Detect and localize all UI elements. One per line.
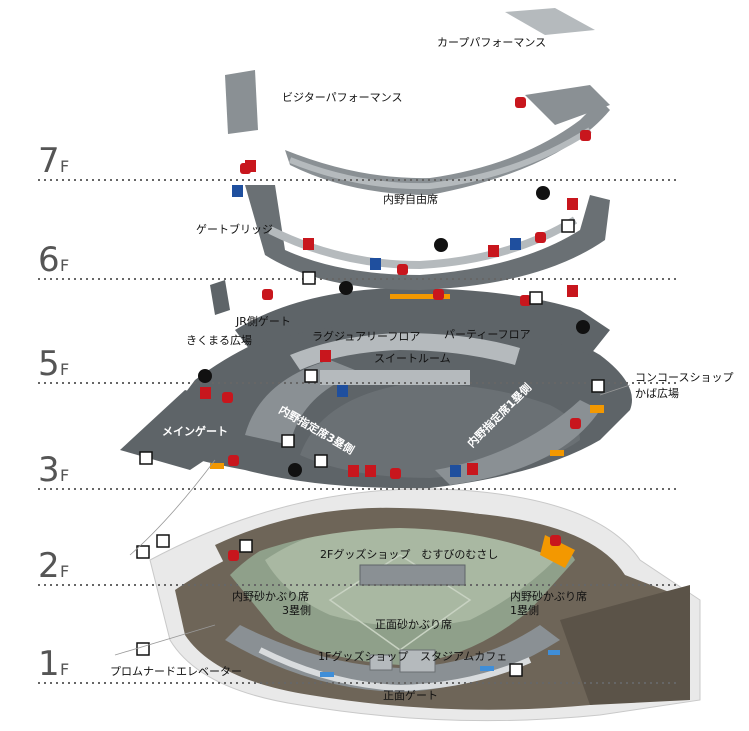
restroom-accessible-icon[interactable] bbox=[232, 185, 243, 197]
label-concourse-shop: コンコースショップ bbox=[635, 371, 733, 384]
elevator-icon[interactable] bbox=[136, 642, 150, 656]
food-icon[interactable] bbox=[228, 455, 239, 466]
floor-5f-suffix: F bbox=[60, 360, 69, 379]
smoking-area-icon[interactable] bbox=[576, 320, 590, 334]
label-main-gate: メインゲート bbox=[162, 424, 228, 438]
label-sunakaburi-3b-line1: 内野砂かぶり席 bbox=[232, 589, 309, 603]
wheelchair-icon[interactable] bbox=[591, 379, 605, 393]
facility-icons bbox=[136, 97, 605, 677]
floor-2f-area bbox=[215, 507, 575, 586]
restroom-accessible-icon[interactable] bbox=[370, 258, 381, 270]
wheelchair-icon[interactable] bbox=[561, 219, 575, 233]
label-kikumaru: きくまる広場 bbox=[186, 334, 252, 347]
wheelchair-icon[interactable] bbox=[239, 539, 253, 553]
elevator-icon[interactable] bbox=[139, 451, 153, 465]
floor-6f-number: 6 bbox=[38, 240, 60, 280]
floor-7f-suffix: F bbox=[60, 157, 69, 176]
restroom-icon[interactable] bbox=[488, 245, 499, 257]
wheelchair-icon[interactable] bbox=[281, 434, 295, 448]
wheelchair-icon[interactable] bbox=[529, 291, 543, 305]
food-icon[interactable] bbox=[520, 295, 531, 306]
smoking-area-icon[interactable] bbox=[434, 238, 448, 252]
food-icon[interactable] bbox=[515, 97, 526, 108]
label-jr-gate: JR側ゲート bbox=[235, 315, 291, 328]
floor-1f-number: 1 bbox=[38, 644, 60, 684]
floor-3f-number: 3 bbox=[38, 450, 60, 490]
restroom-icon[interactable] bbox=[365, 465, 376, 477]
restroom-icon[interactable] bbox=[200, 387, 211, 399]
restroom-icon[interactable] bbox=[567, 285, 578, 297]
floor-6f-suffix: F bbox=[60, 256, 69, 275]
elevator-icon[interactable] bbox=[302, 271, 316, 285]
floor-3f-suffix: F bbox=[60, 466, 69, 485]
label-gate-bridge: ゲートブリッジ bbox=[196, 222, 273, 236]
restroom-accessible-icon[interactable] bbox=[337, 385, 348, 397]
restroom-icon[interactable] bbox=[303, 238, 314, 250]
floor-labels: 7 F 6 F 5 F 3 F 2 F 1 F bbox=[38, 141, 69, 684]
floor-5f-area bbox=[235, 288, 610, 385]
restroom-icon[interactable] bbox=[320, 350, 331, 362]
food-icon[interactable] bbox=[433, 289, 444, 300]
floor-7f-area bbox=[225, 8, 610, 195]
food-icon[interactable] bbox=[397, 264, 408, 275]
guide-lines bbox=[114, 384, 631, 656]
food-icon[interactable] bbox=[580, 130, 591, 141]
food-icon[interactable] bbox=[550, 535, 561, 546]
label-uchino-jiyu: 内野自由席 bbox=[383, 192, 438, 206]
food-icon[interactable] bbox=[570, 418, 581, 429]
label-goods-1f: 1Fグッズショップ bbox=[318, 649, 408, 663]
food-icon[interactable] bbox=[228, 550, 239, 561]
floor-level-lines bbox=[38, 179, 680, 684]
label-carp-performance: カープパフォーマンス bbox=[437, 36, 546, 49]
label-party-floor: パーティーフロア bbox=[444, 328, 531, 341]
elevator-icon[interactable] bbox=[509, 663, 523, 677]
label-promenade-elevator: プロムナードエレベーター bbox=[110, 665, 242, 678]
label-suite-room: スイートルーム bbox=[374, 352, 451, 365]
restroom-accessible-icon[interactable] bbox=[450, 465, 461, 477]
label-goods-2f: 2Fグッズショップ むすびのむさし bbox=[320, 547, 498, 561]
food-icon[interactable] bbox=[240, 163, 251, 174]
elevator-icon[interactable] bbox=[156, 534, 170, 548]
smoking-area-icon[interactable] bbox=[536, 186, 550, 200]
restroom-accessible-icon[interactable] bbox=[510, 238, 521, 250]
floor-1f-suffix: F bbox=[60, 660, 69, 679]
smoking-area-icon[interactable] bbox=[198, 369, 212, 383]
floor-5f-number: 5 bbox=[38, 344, 60, 384]
label-stadium-cafe: スタジアムカフェ bbox=[420, 650, 507, 663]
label-sunakaburi-1b-line2: 1塁側 bbox=[510, 604, 539, 617]
jr-wing bbox=[210, 280, 230, 315]
label-front-sunakaburi: 正面砂かぶり席 bbox=[375, 617, 452, 631]
label-luxury-floor: ラグジュアリーフロア bbox=[312, 329, 420, 343]
floor-7f-number: 7 bbox=[38, 141, 60, 181]
restroom-icon[interactable] bbox=[467, 463, 478, 475]
label-front-gate: 正面ゲート bbox=[383, 689, 438, 702]
food-icon[interactable] bbox=[535, 232, 546, 243]
restroom-icon[interactable] bbox=[567, 198, 578, 210]
food-icon[interactable] bbox=[390, 468, 401, 479]
elevator-icon[interactable] bbox=[136, 545, 150, 559]
label-visitor-performance: ビジターパフォーマンス bbox=[282, 91, 402, 104]
elevator-icon[interactable] bbox=[304, 369, 318, 383]
label-kaba-plaza: かば広場 bbox=[635, 387, 679, 400]
label-sunakaburi-3b-line2: 3塁側 bbox=[282, 604, 311, 617]
floor-2f-suffix: F bbox=[60, 562, 69, 581]
wheelchair-icon[interactable] bbox=[314, 454, 328, 468]
restroom-icon[interactable] bbox=[348, 465, 359, 477]
food-icon[interactable] bbox=[262, 289, 273, 300]
food-icon[interactable] bbox=[222, 392, 233, 403]
floor-2f-number: 2 bbox=[38, 546, 60, 586]
floor-6f-area bbox=[245, 185, 610, 290]
smoking-area-icon[interactable] bbox=[339, 281, 353, 295]
label-sunakaburi-1b-line1: 内野砂かぶり席 bbox=[510, 589, 587, 603]
smoking-area-icon[interactable] bbox=[288, 463, 302, 477]
